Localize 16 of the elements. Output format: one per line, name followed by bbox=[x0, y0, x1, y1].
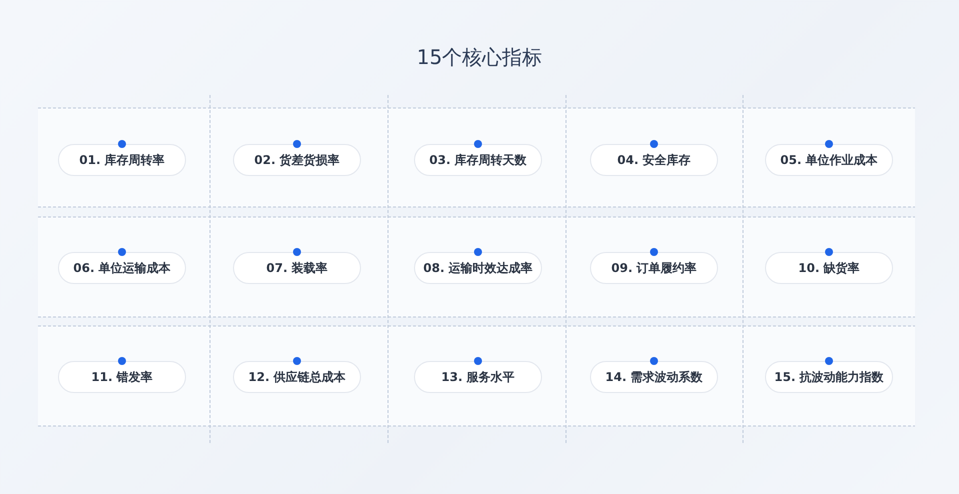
metric-pill: 14. 需求波动系数 bbox=[590, 361, 718, 393]
metric-pill: 10. 缺货率 bbox=[765, 252, 893, 284]
metric-pill: 05. 单位作业成本 bbox=[765, 144, 893, 176]
metric-pill: 03. 库存周转天数 bbox=[414, 144, 542, 176]
metric-pill: 15. 抗波动能力指数 bbox=[765, 361, 893, 393]
metric-pill: 09. 订单履约率 bbox=[590, 252, 718, 284]
metric-pill: 06. 单位运输成本 bbox=[58, 252, 186, 284]
title: 15个核心指标 bbox=[416, 44, 544, 71]
metric-pill: 01. 库存周转率 bbox=[58, 144, 186, 176]
metric-pill: 12. 供应链总成本 bbox=[233, 361, 361, 393]
metric-pill: 07. 装载率 bbox=[233, 252, 361, 284]
metric-pill: 04. 安全库存 bbox=[590, 144, 718, 176]
metric-pill: 13. 服务水平 bbox=[414, 361, 542, 393]
metric-pill: 11. 错发率 bbox=[58, 361, 186, 393]
metric-pill: 08. 运输时效达成率 bbox=[414, 252, 542, 284]
metric-pill: 02. 货差货损率 bbox=[233, 144, 361, 176]
